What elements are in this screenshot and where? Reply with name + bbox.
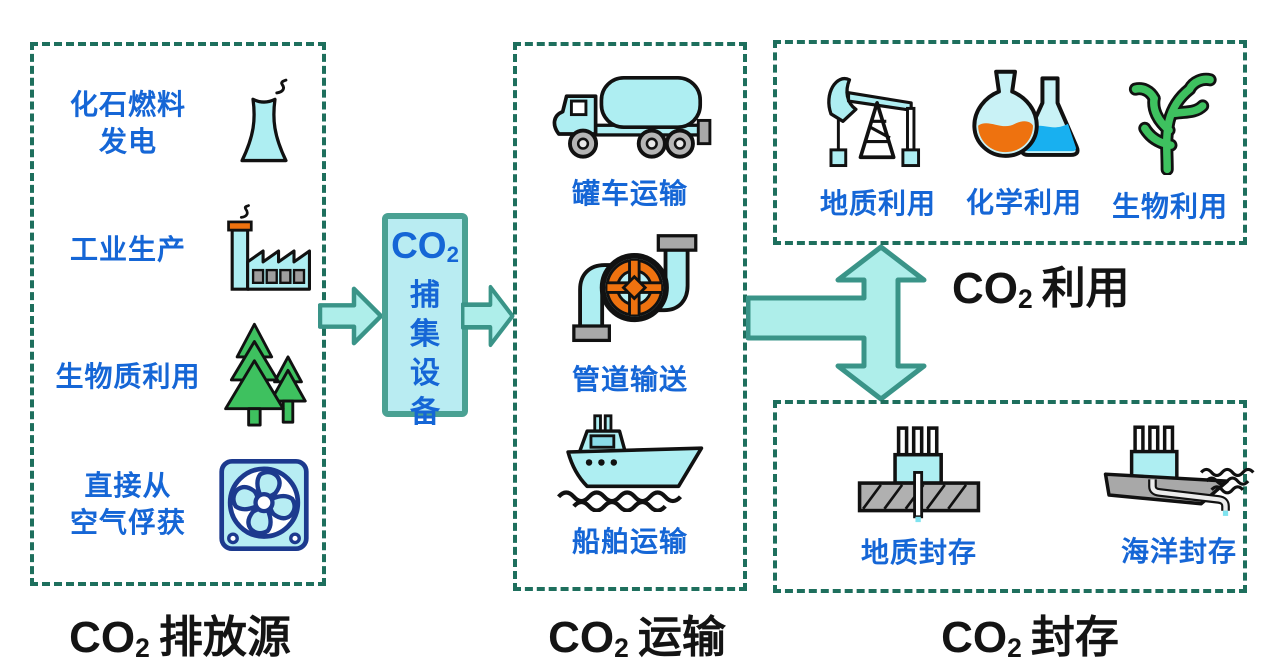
utilization-item-biological: 生物利用 xyxy=(1097,44,1243,241)
utilization-item-chemical: 化学利用 xyxy=(951,44,1097,241)
flow-arrow-transport-split xyxy=(746,244,927,402)
flow-arrow-sources-to-capture xyxy=(318,286,384,346)
utilization-caption: CO2 利用 xyxy=(952,252,1130,316)
storage-caption-subscript: 2 xyxy=(1007,632,1022,663)
geological-utilization-label: 地质利用 xyxy=(819,188,936,220)
ocean-storage-label: 海洋封存 xyxy=(1120,536,1237,568)
pumpjack-icon xyxy=(827,77,921,168)
tanker-truck-icon xyxy=(552,75,712,159)
chemical-utilization-label: 化学利用 xyxy=(965,187,1082,219)
ocean-storage-icon xyxy=(1103,425,1255,516)
fossil-power-label: 化石燃料 发电 xyxy=(69,88,186,157)
geological-storage-label: 地质封存 xyxy=(860,537,977,569)
direct-air-capture-label: 直接从 空气俘获 xyxy=(69,469,186,538)
transport-caption-subscript: 2 xyxy=(614,632,629,663)
capture-co2-title: CO2 xyxy=(391,227,459,266)
biological-utilization-label: 生物利用 xyxy=(1111,191,1228,223)
pipeline-transport-label: 管道输送 xyxy=(571,364,688,396)
utilization-caption-text: 利用 xyxy=(1041,264,1130,313)
sources-caption: CO2 排放源 xyxy=(55,601,305,665)
transport-box: 罐车运输 管道输送 xyxy=(513,42,747,591)
storage-caption-co: CO xyxy=(941,613,1008,662)
biomass-label: 生物质利用 xyxy=(55,361,201,393)
source-row-industry: 工业生产 xyxy=(34,187,322,314)
emission-sources-box: 化石燃料 发电 工业生产 xyxy=(30,42,326,586)
cooling-tower-icon xyxy=(206,77,322,171)
geological-storage-icon xyxy=(857,426,981,523)
transport-caption-co: CO xyxy=(548,613,615,662)
utilization-item-geological: 地质利用 xyxy=(805,44,951,241)
pine-trees-icon xyxy=(206,319,322,437)
ship-icon xyxy=(557,414,704,513)
sources-caption-text: 排放源 xyxy=(158,613,291,662)
flow-arrow-capture-to-transport xyxy=(461,284,515,348)
utilization-caption-subscript: 2 xyxy=(1018,283,1033,314)
storage-caption: CO2 封存 xyxy=(905,601,1155,665)
ship-transport-label: 船舶运输 xyxy=(571,526,688,558)
utilization-box: 地质利用 化学利用 xyxy=(773,40,1247,245)
capture-equipment-label: 捕集设备 xyxy=(410,279,440,430)
source-row-dac: 直接从 空气俘获 xyxy=(34,441,322,568)
flasks-icon xyxy=(972,69,1080,158)
sources-caption-subscript: 2 xyxy=(135,632,150,663)
storage-item-ocean: 海洋封存 xyxy=(1095,404,1263,589)
factory-icon xyxy=(206,203,322,298)
transport-item-ship: 船舶运输 xyxy=(517,401,743,573)
capture-co-subscript: 2 xyxy=(446,241,459,267)
transport-caption-text: 运输 xyxy=(637,613,726,662)
storage-box: 地质封存 海洋封存 xyxy=(773,400,1255,593)
source-row-biomass: 生物质利用 xyxy=(34,314,322,441)
storage-item-geological: 地质封存 xyxy=(843,404,995,589)
coral-icon xyxy=(1128,72,1217,176)
transport-item-pipeline: 管道输送 xyxy=(517,228,743,400)
transport-caption: CO2 运输 xyxy=(512,601,762,665)
capture-co-text: CO xyxy=(391,225,447,266)
industry-label: 工业生产 xyxy=(69,234,186,266)
fan-icon xyxy=(206,455,322,555)
pipeline-valve-icon xyxy=(572,234,698,343)
utilization-caption-co: CO xyxy=(952,264,1018,313)
transport-item-truck: 罐车运输 xyxy=(517,56,743,228)
storage-caption-text: 封存 xyxy=(1030,613,1119,662)
co2-capture-equipment-box: CO2 捕集设备 xyxy=(382,213,468,429)
truck-transport-label: 罐车运输 xyxy=(571,177,688,209)
sources-caption-co: CO xyxy=(69,613,136,662)
source-row-fossil: 化石燃料 发电 xyxy=(34,60,322,187)
